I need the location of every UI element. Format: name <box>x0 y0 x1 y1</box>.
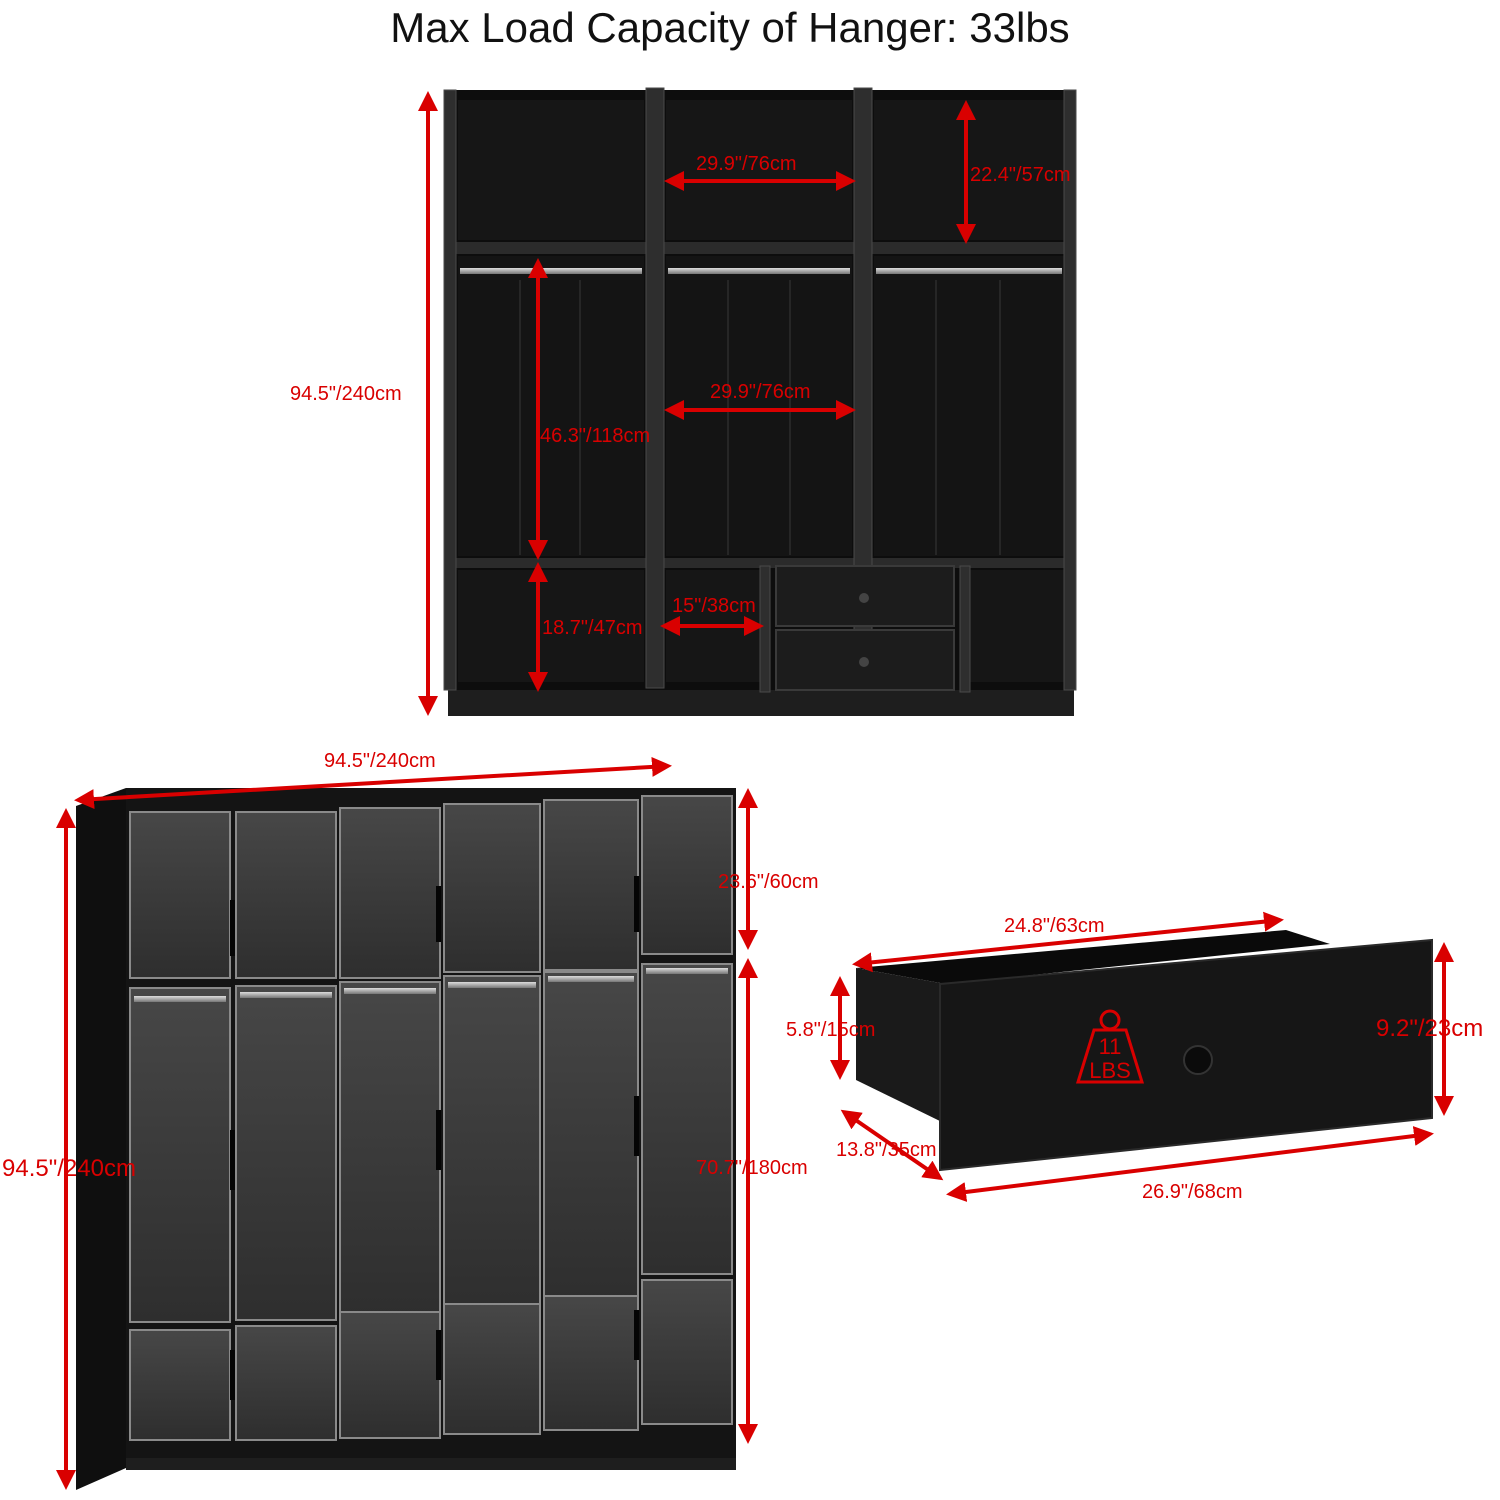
compartment-hanging-right <box>874 256 1064 556</box>
page-title: Max Load Capacity of Hanger: 33lbs <box>390 4 1070 51</box>
glass-door-bottom[interactable] <box>339 1311 441 1439</box>
glass-door-top[interactable] <box>235 811 337 979</box>
glass-door-middle[interactable] <box>339 981 441 1319</box>
hanging-rod <box>668 268 850 274</box>
front-height-label: 94.5"/240cm <box>2 1155 136 1182</box>
interior-shelf-upper <box>452 242 1070 254</box>
drawer-front-height-label: 9.2"/23cm <box>1376 1015 1483 1042</box>
interior-plinth <box>448 690 1074 716</box>
interior-dimension-lines <box>418 91 976 716</box>
drawer-front-width-label: 26.9"/68cm <box>1142 1181 1243 1203</box>
top-section-height-label: 23.6"/60cm <box>718 871 819 893</box>
top-shelf-height-label: 22.4"/57cm <box>970 164 1071 186</box>
glass-door-middle[interactable] <box>235 985 337 1321</box>
lower-section-height-label: 70.7"/180cm <box>696 1157 808 1179</box>
glass-door-top[interactable] <box>339 807 441 979</box>
bottom-width-label: 15"/38cm <box>672 595 756 617</box>
glass-door-top[interactable] <box>129 811 231 979</box>
drawer-knob <box>1183 1045 1213 1075</box>
compartment-top-left <box>458 100 644 240</box>
hanging-width-label: 29.9"/76cm <box>710 381 811 403</box>
back-panel-grooves <box>519 280 1001 555</box>
glass-door-bottom[interactable] <box>129 1329 231 1441</box>
front-dimension-lines <box>56 756 758 1490</box>
bottom-height-label: 18.7"/47cm <box>542 617 643 639</box>
compartment-top-center <box>666 100 852 240</box>
hanging-rod <box>460 268 642 274</box>
weight-icon-ring <box>1099 1009 1121 1031</box>
glass-door-top[interactable] <box>443 803 541 973</box>
glass-door-bottom[interactable] <box>543 1295 639 1431</box>
glass-door-bottom[interactable] <box>641 1279 733 1425</box>
load-number: 11 <box>1099 1034 1122 1059</box>
compartment-bottom-right <box>970 570 1064 682</box>
drawer-inner-height-label: 5.8"/15cm <box>786 1019 875 1041</box>
front-width-label: 94.5"/240cm <box>324 750 436 772</box>
glass-door-top[interactable] <box>543 799 639 971</box>
drawer-depth-label: 13.8"/35cm <box>836 1139 937 1161</box>
glass-door-middle[interactable] <box>129 987 231 1323</box>
open-door-edges <box>443 87 1077 693</box>
hanging-height-label: 46.3"/118cm <box>540 425 650 447</box>
glass-door-bottom[interactable] <box>443 1303 541 1435</box>
glass-door-middle[interactable] <box>443 975 541 1313</box>
top-shelf-width-label: 29.9"/76cm <box>696 153 797 175</box>
door-handles <box>230 876 639 1400</box>
interior-shelf-lower <box>452 558 1070 568</box>
drawer-side <box>856 968 946 1124</box>
drawer-inner-width-label: 24.8"/63cm <box>1004 915 1105 937</box>
load-unit: LBS <box>1089 1058 1131 1083</box>
glass-door-bottom[interactable] <box>235 1325 337 1441</box>
weight-icon <box>1075 1028 1145 1084</box>
interior-total-height-label: 94.5"/240cm <box>290 383 402 405</box>
hanging-rod <box>876 268 1062 274</box>
front-plinth <box>126 1458 736 1470</box>
front-hanging-rods <box>134 968 728 1002</box>
front-view <box>76 788 736 1490</box>
glass-doors <box>129 795 733 1441</box>
drawer-knob <box>859 593 869 603</box>
drawer-view <box>856 930 1433 1172</box>
load-badge: 11 LBS <box>1075 1009 1145 1084</box>
glass-door-top[interactable] <box>641 795 733 955</box>
compartment-hanging-left <box>458 256 644 556</box>
drawer-dimension-lines <box>830 911 1454 1202</box>
glass-door-middle[interactable] <box>543 971 639 1303</box>
compartment-hanging-center <box>666 256 852 556</box>
compartment-bottom-left <box>458 570 644 682</box>
drawer-knob <box>859 657 869 667</box>
glass-door-middle[interactable] <box>641 963 733 1275</box>
